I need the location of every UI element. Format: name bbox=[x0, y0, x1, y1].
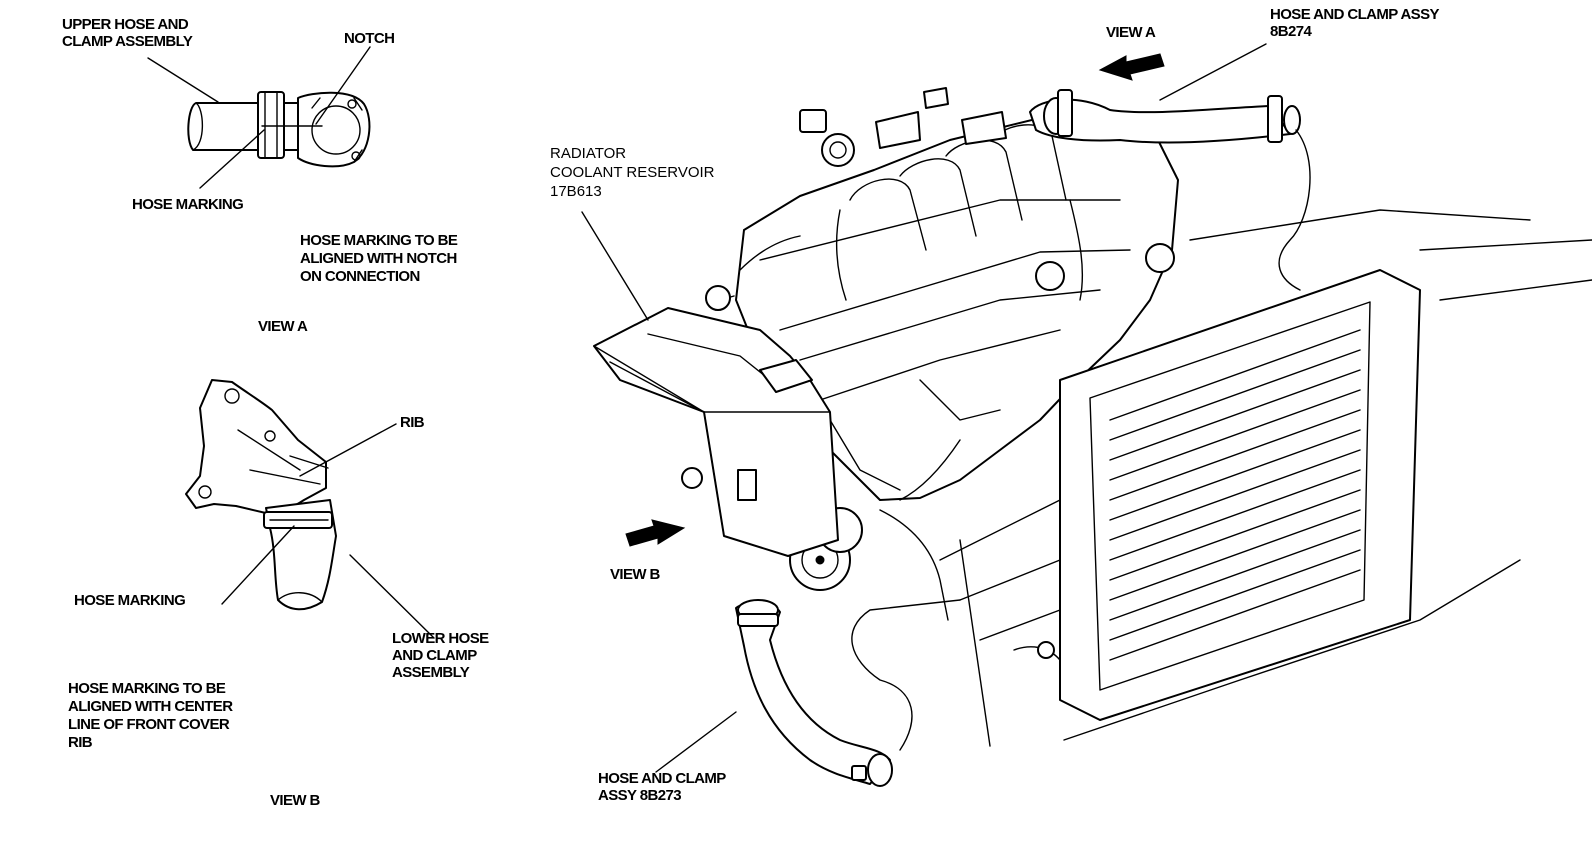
view-a-direction-arrow bbox=[1098, 53, 1165, 81]
label-notch: NOTCH bbox=[344, 30, 395, 47]
leader-hose-marking-b bbox=[221, 525, 295, 605]
radiator-drawing bbox=[939, 209, 1592, 747]
leader-hose-clamp-bottom bbox=[655, 711, 737, 773]
front-cover-rib bbox=[289, 455, 329, 469]
label-hose-and-clamp-assy-8b274: HOSE AND CLAMP ASSY 8B274 bbox=[1270, 6, 1440, 40]
leader-notch bbox=[315, 46, 371, 125]
radiator-frame bbox=[1059, 269, 1421, 721]
upper-hose bbox=[187, 102, 263, 151]
view-b-direction-arrow bbox=[625, 519, 686, 547]
caption-view-a: VIEW A bbox=[258, 318, 308, 335]
label-view-a-arrow: VIEW A bbox=[1106, 24, 1156, 41]
lower-hose-main-drawing bbox=[655, 599, 961, 787]
leader-hose-marking-a bbox=[199, 129, 265, 189]
view-a-detail-drawing bbox=[147, 46, 371, 189]
radiator-coolant-reservoir-drawing bbox=[593, 307, 839, 557]
lower-radiator-hose bbox=[735, 601, 891, 785]
label-rib: RIB bbox=[400, 414, 425, 431]
label-hose-marking-view-a: HOSE MARKING bbox=[132, 196, 244, 213]
label-upper-hose-and-clamp-assembly: UPPER HOSE AND CLAMP ASSEMBLY bbox=[62, 16, 193, 50]
leader-hose-clamp-top bbox=[1159, 43, 1267, 101]
label-view-b-arrow: VIEW B bbox=[610, 566, 660, 583]
upper-hose-main-drawing bbox=[1029, 43, 1311, 291]
leader-upper-hose bbox=[147, 57, 219, 103]
leader-radiator-reservoir bbox=[581, 211, 649, 321]
note-view-b: HOSE MARKING TO BE ALIGNED WITH CENTER L… bbox=[68, 680, 233, 751]
leader-lower-hose bbox=[349, 554, 435, 639]
label-radiator-coolant-reservoir: RADIATOR COOLANT RESERVOIR 17B613 bbox=[550, 145, 715, 200]
label-hose-and-clamp-assy-8b273: HOSE AND CLAMP ASSY 8B273 bbox=[598, 770, 726, 804]
upper-hose-clamp bbox=[257, 91, 285, 159]
note-view-a: HOSE MARKING TO BE ALIGNED WITH NOTCH ON… bbox=[300, 232, 458, 285]
front-cover bbox=[185, 379, 327, 515]
label-hose-marking-view-b: HOSE MARKING bbox=[74, 592, 186, 609]
leader-rib bbox=[299, 423, 397, 477]
radiator-fins bbox=[1109, 329, 1361, 661]
view-b-detail-drawing bbox=[185, 379, 435, 639]
caption-view-b: VIEW B bbox=[270, 792, 320, 809]
label-lower-hose-and-clamp-assembly: LOWER HOSE AND CLAMP ASSEMBLY bbox=[392, 630, 489, 681]
